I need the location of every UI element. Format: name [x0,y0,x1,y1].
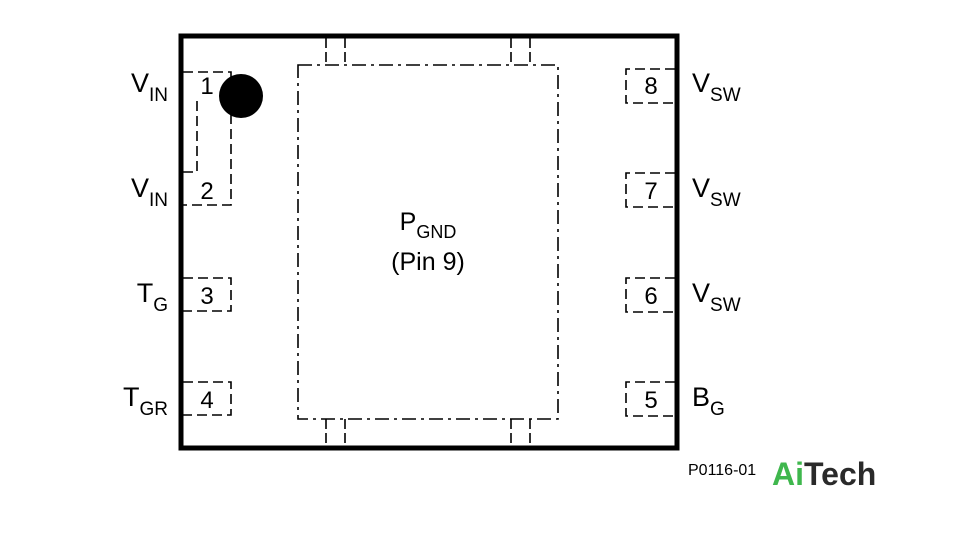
pin-label-5: BG [692,382,725,420]
pin1-indicator-dot [219,74,263,118]
package-body [178,33,680,451]
pin-label-7: VSW [692,173,741,211]
thermal-pad-outline [297,64,559,420]
left-pin-outlines [183,71,232,416]
right-pin-outlines [625,68,675,417]
pin-label-4: TGR [123,382,168,420]
pin-label-2: VIN [130,173,168,211]
pin-number-6: 6 [644,283,658,310]
thermal-pad-label: PGND [399,208,457,242]
pin-number-7: 7 [644,178,658,205]
pin-label-1: VIN [130,68,168,106]
pin-number-4: 4 [200,387,214,414]
pad-tabs [325,38,531,446]
pin-number-2: 2 [200,178,214,205]
brand-logo: AiTech [772,456,877,492]
pin-number-3: 3 [200,283,214,310]
pin-number-1: 1 [200,73,214,100]
pin-label-3: TG [136,278,168,316]
pin-number-8: 8 [644,73,658,100]
thermal-pad-pin-number: (Pin 9) [391,248,465,276]
figure-id: P0116-01 [688,462,757,479]
pin-label-8: VSW [692,68,741,106]
pin-label-6: VSW [692,278,741,316]
pin-number-5: 5 [644,387,658,414]
